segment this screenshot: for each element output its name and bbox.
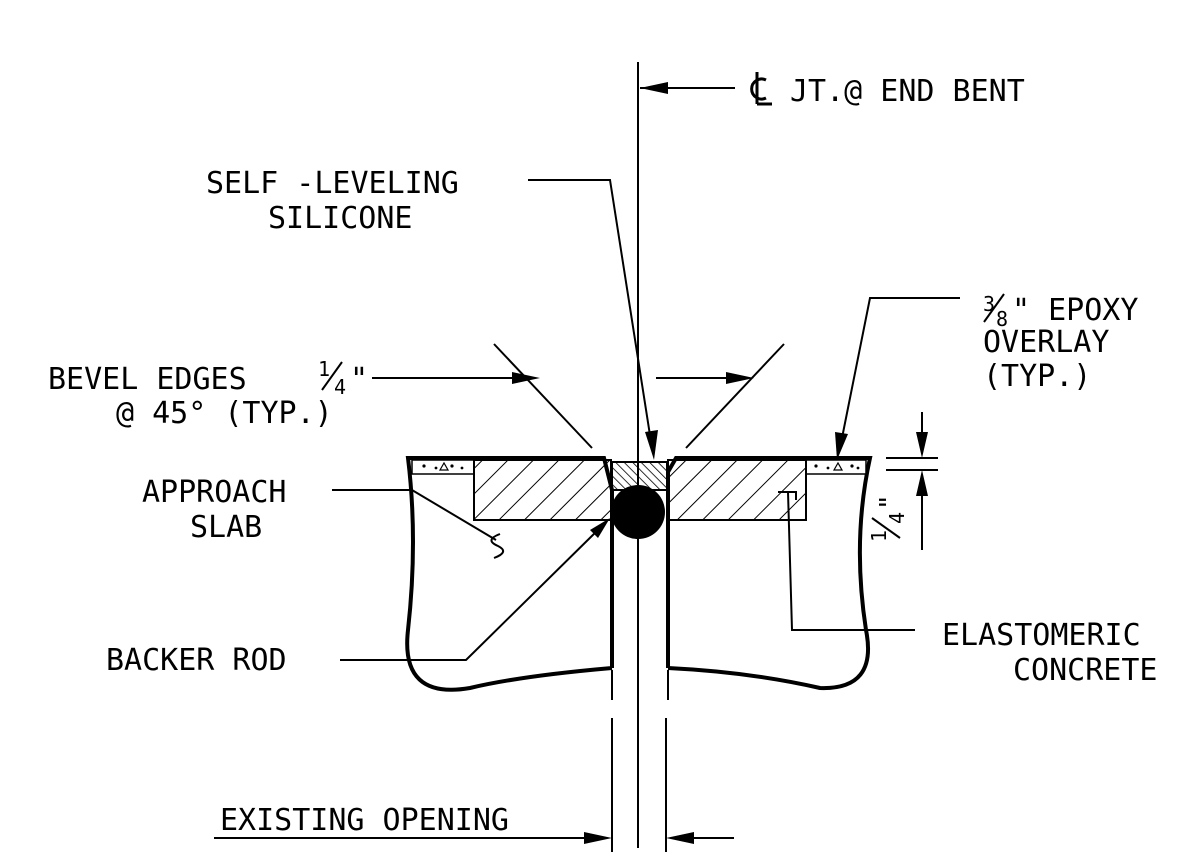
epoxy-label-line2: OVERLAY — [983, 325, 1109, 360]
epoxy-label-line3: (TYP.) — [983, 359, 1091, 394]
silicone-leader — [528, 179, 653, 449]
dim-quarter-inch-label: 1 4 " — [867, 494, 909, 542]
backer-rod-label: BACKER ROD — [106, 643, 287, 678]
epoxy-fraction-denominator: 8 — [996, 307, 1008, 331]
opening-arrowhead-left — [584, 832, 612, 844]
silicone-label-line2: SILICONE — [268, 201, 413, 236]
bevel-label-line2: @ 45° (TYP.) — [116, 396, 333, 431]
dim-fraction-denominator: 4 — [885, 512, 909, 524]
bevel-line-right — [685, 343, 785, 449]
silicone-label-line1: SELF -LEVELING — [206, 166, 459, 201]
elastomeric-label-line1: ELASTOMERIC — [942, 618, 1141, 653]
centerline-arrowhead — [640, 82, 668, 94]
bevel-fraction-denominator: 4 — [334, 375, 346, 399]
left-overlay-aggregate — [422, 461, 464, 471]
approach-label-line2: SLAB — [190, 510, 262, 545]
epoxy-arrowhead — [835, 432, 848, 460]
centerline-icon — [750, 72, 772, 106]
deck-outline — [666, 456, 873, 691]
backer-rod — [611, 485, 665, 539]
approach-slab-outline — [405, 456, 614, 692]
dim-inch-mark: " — [875, 494, 905, 510]
right-elastomeric-header — [667, 459, 807, 521]
dim-fraction-bar — [871, 517, 901, 539]
right-header-step — [778, 491, 797, 500]
bevel-label-inch: " — [350, 362, 368, 397]
bevel-arrowhead-left — [512, 372, 540, 384]
epoxy-fraction-bar — [983, 293, 1005, 323]
left-epoxy-overlay — [411, 459, 475, 475]
right-overlay-aggregate — [814, 461, 860, 471]
backer-rod-leader — [340, 525, 603, 661]
bevel-fraction-bar — [321, 361, 343, 391]
bevel-line-left — [493, 343, 593, 449]
bevel-arrowhead-right — [726, 372, 754, 384]
bevel-label-part1: BEVEL EDGES — [48, 362, 247, 397]
left-elastomeric-header — [473, 459, 612, 521]
approach-label-line1: APPROACH — [142, 475, 287, 510]
centerline-label: JT.@ END BENT — [790, 74, 1025, 109]
dim-fraction-numerator: 1 — [867, 530, 891, 542]
dim-arrowhead-top — [916, 432, 928, 458]
approach-break-symbol — [490, 533, 505, 559]
silicone-arrowhead — [645, 430, 658, 460]
backer-rod-arrowhead — [590, 518, 610, 538]
existing-opening-label: EXISTING OPENING — [220, 803, 509, 838]
epoxy-label-line1: " EPOXY — [1012, 293, 1138, 328]
dim-arrowhead-bottom — [916, 470, 928, 496]
epoxy-leader — [839, 297, 960, 449]
opening-arrowhead-right — [666, 832, 694, 844]
approach-leader — [332, 489, 497, 541]
elastomeric-label-line2: CONCRETE — [1013, 653, 1158, 688]
bevel-fraction-numerator: 1 — [318, 357, 330, 381]
epoxy-fraction-numerator: 3 — [983, 292, 995, 316]
elastomeric-leader — [787, 491, 915, 631]
